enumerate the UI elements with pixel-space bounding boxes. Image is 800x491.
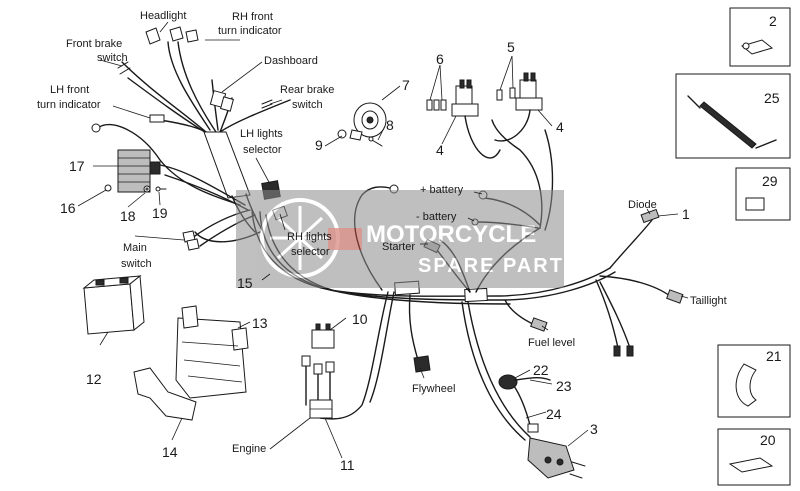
label-minus-battery: - battery [416, 211, 457, 223]
label-rh-front-ti-1: RH front [232, 11, 273, 23]
front-brake-switch [117, 61, 131, 75]
part-number-9: 9 [315, 137, 323, 153]
label-front-brake-2: switch [97, 52, 128, 64]
part-number-29: 29 [762, 173, 778, 189]
part-number-23: 23 [556, 378, 572, 394]
dashboard-connector [209, 90, 234, 112]
label-rh-lights-1: RH lights [287, 231, 332, 243]
part-number-19: 19 [152, 205, 168, 221]
watermark-line-2: SPARE PARTS [418, 255, 579, 277]
part-number-20: 20 [760, 432, 776, 448]
starter-relay [311, 323, 335, 349]
part-number-1: 1 [682, 206, 690, 222]
relay-4-left [451, 79, 479, 117]
voltage-regulator [117, 149, 161, 193]
label-main-switch-2: switch [121, 258, 152, 270]
part-number-2: 2 [769, 13, 777, 29]
part-number-11: 11 [340, 457, 355, 473]
label-dashboard: Dashboard [264, 55, 318, 67]
rear-brake-switch [261, 99, 273, 109]
label-headlight: Headlight [140, 10, 186, 22]
part-number-4a: 4 [436, 142, 444, 158]
label-lh-front-ti-2: turn indicator [37, 99, 101, 111]
label-flywheel: Flywheel [412, 383, 455, 395]
box-part-20 [717, 428, 791, 486]
label-main-switch-1: Main [123, 242, 147, 254]
part-numbers: 1 2 3 4 4 5 6 7 8 9 10 11 12 13 14 15 16… [60, 13, 782, 473]
label-diode: Diode [628, 199, 657, 211]
nut-9 [337, 129, 347, 139]
label-lh-lights-2: selector [243, 144, 282, 156]
label-fuel-level: Fuel level [528, 337, 575, 349]
label-rh-front-ti-2: turn indicator [218, 25, 282, 37]
part-number-5: 5 [507, 39, 515, 55]
label-plus-battery: + battery [420, 184, 464, 196]
engine-connector [301, 355, 335, 419]
part-number-10: 10 [352, 311, 368, 327]
lh-ring-terminal [91, 123, 101, 133]
main-switch-connector [182, 230, 200, 251]
label-starter: Starter [382, 241, 415, 253]
box-part-25 [675, 73, 791, 159]
part-number-12: 12 [86, 371, 102, 387]
box-part-2 [729, 7, 791, 67]
label-rear-brake-1: Rear brake [280, 84, 334, 96]
washer-18 [143, 185, 151, 193]
part-number-25: 25 [764, 90, 780, 106]
part-number-14: 14 [162, 444, 178, 460]
part-number-16: 16 [60, 200, 76, 216]
part-number-21: 21 [766, 348, 782, 364]
label-engine: Engine [232, 443, 266, 455]
part-number-15: 15 [237, 275, 253, 291]
battery [82, 275, 145, 335]
part-number-4b: 4 [556, 119, 564, 135]
label-rear-brake-2: switch [292, 99, 323, 111]
battery-tray [175, 305, 249, 399]
battery-bracket [133, 367, 197, 421]
screw-16 [104, 184, 112, 192]
headlight-connector [145, 26, 199, 45]
watermark: MOTORCYCLE SPARE PARTS [236, 190, 579, 288]
fuel-sensor [498, 374, 551, 433]
leader-lines [77, 21, 689, 459]
control-unit [527, 437, 586, 479]
part-number-6: 6 [436, 51, 444, 67]
label-taillight: Taillight [690, 295, 727, 307]
fuses-5 [496, 87, 516, 101]
screw-8 [368, 136, 383, 147]
relay-4-right [515, 72, 543, 111]
fuses-6 [426, 99, 447, 111]
part-number-17: 17 [69, 158, 85, 174]
part-number-13: 13 [252, 315, 268, 331]
part-number-18: 18 [120, 208, 136, 224]
watermark-line-1: MOTORCYCLE [366, 221, 536, 248]
part-number-22: 22 [533, 362, 549, 378]
label-front-brake-1: Front brake [66, 38, 122, 50]
part-number-7: 7 [402, 77, 410, 93]
label-lh-front-ti-1: LH front [50, 84, 89, 96]
box-part-21 [717, 344, 791, 418]
part-number-8: 8 [386, 117, 394, 133]
screw-19 [155, 186, 167, 192]
label-rh-lights-2: selector [291, 246, 330, 258]
part-number-24: 24 [546, 406, 562, 422]
box-part-29 [735, 167, 791, 221]
horn [349, 102, 387, 141]
label-lh-lights-1: LH lights [240, 128, 283, 140]
lh-front-turn-indicator-connector [149, 114, 165, 123]
text-labels: Headlight RH front turn indicator Front … [37, 10, 727, 455]
part-number-3: 3 [590, 421, 598, 437]
